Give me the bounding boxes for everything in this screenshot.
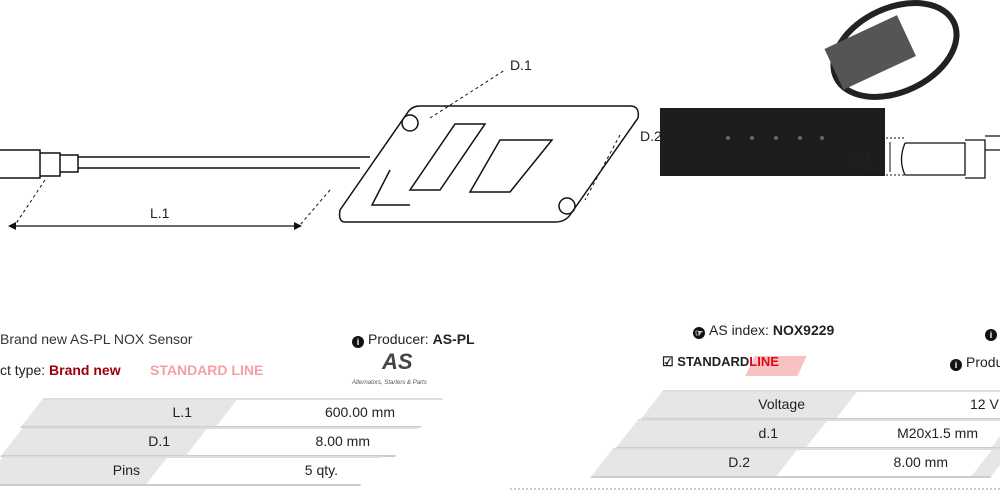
check-icon: ☑ [662,354,674,369]
spec-value: 12 V [970,396,999,412]
spec-value: 8.00 mm [315,433,370,449]
spec-label: L.1 [172,404,192,420]
spec-value: 5 qty. [304,462,338,478]
cable-loop [830,0,960,100]
info-icon: i [985,324,1000,342]
spec-label: Pins [112,462,140,478]
dotted-divider [510,488,1000,490]
label-d2: D.2 [640,128,662,144]
connector-photo [660,108,885,176]
spec-label: D.1 [148,433,170,449]
label-small-d1: d.1 [855,151,872,165]
label-l1: L.1 [150,205,170,221]
product-description: Brand new AS-PL NOX Sensor [0,331,193,347]
logo-mark: AS [382,349,413,374]
product-type: ct type: Brand new [0,362,121,378]
spec-value: 8.00 mm [893,454,948,470]
sensor-cable [78,156,370,169]
table-row [640,390,1000,420]
sensor-probe [0,149,41,179]
spec-value: M20x1.5 mm [897,425,978,441]
standard-line-badge: ☑ STANDARDLINE [662,354,779,369]
spec-label: D.2 [728,454,750,470]
logo-tagline: Alternators, Starters & Parts [352,380,427,386]
info-icon: i [950,359,962,371]
as-pl-logo: AS Alternators, Starters & Parts [352,350,462,390]
spec-label: d.1 [758,425,778,441]
handshake-icon: ☞ [693,327,705,339]
as-index: ☞AS index: NOX9229 [693,322,835,339]
spec-label: Voltage [758,396,805,412]
spec-value: 600.00 mm [324,404,395,420]
technical-drawing [0,0,1000,230]
faint-line-text: STANDARD LINE [150,362,264,378]
info-icon: i [352,336,364,348]
control-unit [338,105,640,223]
label-d1: D.1 [510,57,532,73]
